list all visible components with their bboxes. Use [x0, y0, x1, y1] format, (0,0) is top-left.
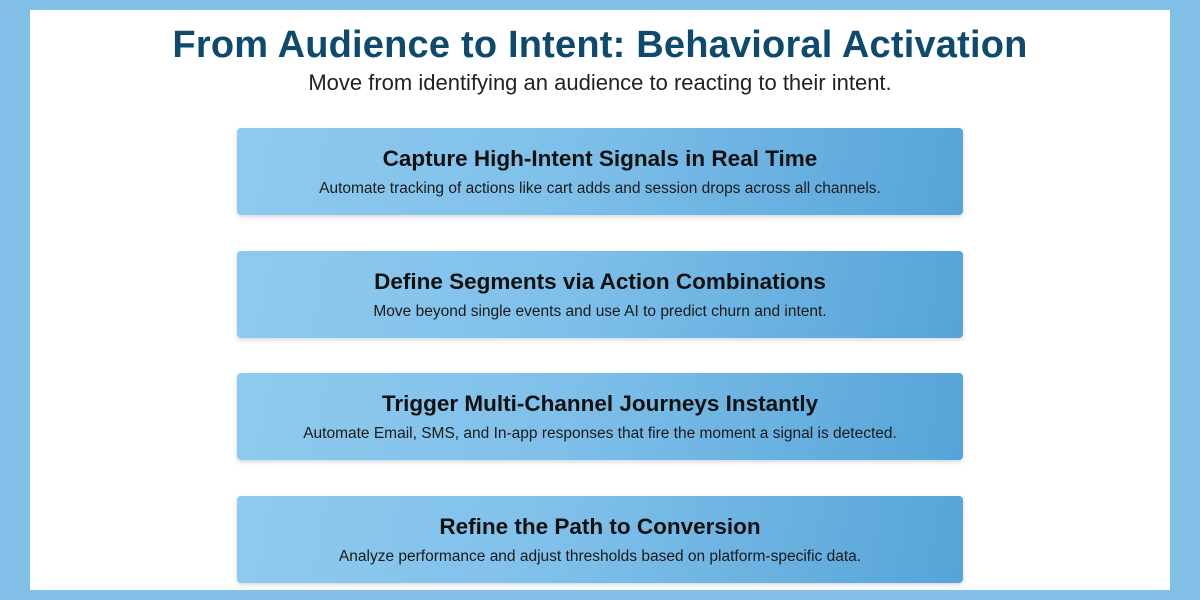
- step-card-define-segments: Define Segments via Action Combinations …: [237, 250, 963, 338]
- step-title: Trigger Multi-Channel Journeys Instantly: [381, 391, 819, 416]
- step-card-trigger-journeys: Trigger Multi-Channel Journeys Instantly…: [237, 373, 963, 460]
- page-title: From Audience to Intent: Behavioral Acti…: [172, 24, 1028, 66]
- step-title: Capture High-Intent Signals in Real Time: [382, 146, 818, 171]
- step-card-capture-signals: Capture High-Intent Signals in Real Time…: [237, 128, 963, 215]
- step-description: Automate Email, SMS, and In-app response…: [303, 425, 897, 442]
- step-description: Analyze performance and adjust threshold…: [338, 547, 862, 565]
- step-description: Automate tracking of actions like cart a…: [319, 180, 881, 197]
- step-card-refine-path: Refine the Path to Conversion Analyze pe…: [237, 495, 963, 583]
- slide-canvas: From Audience to Intent: Behavioral Acti…: [30, 10, 1170, 590]
- step-list: Capture High-Intent Signals in Real Time…: [237, 128, 963, 600]
- step-title: Refine the Path to Conversion: [439, 513, 761, 539]
- step-title: Define Segments via Action Combinations: [374, 268, 826, 294]
- step-description: Move beyond single events and use AI to …: [373, 302, 827, 320]
- page-subtitle: Move from identifying an audience to rea…: [308, 70, 892, 95]
